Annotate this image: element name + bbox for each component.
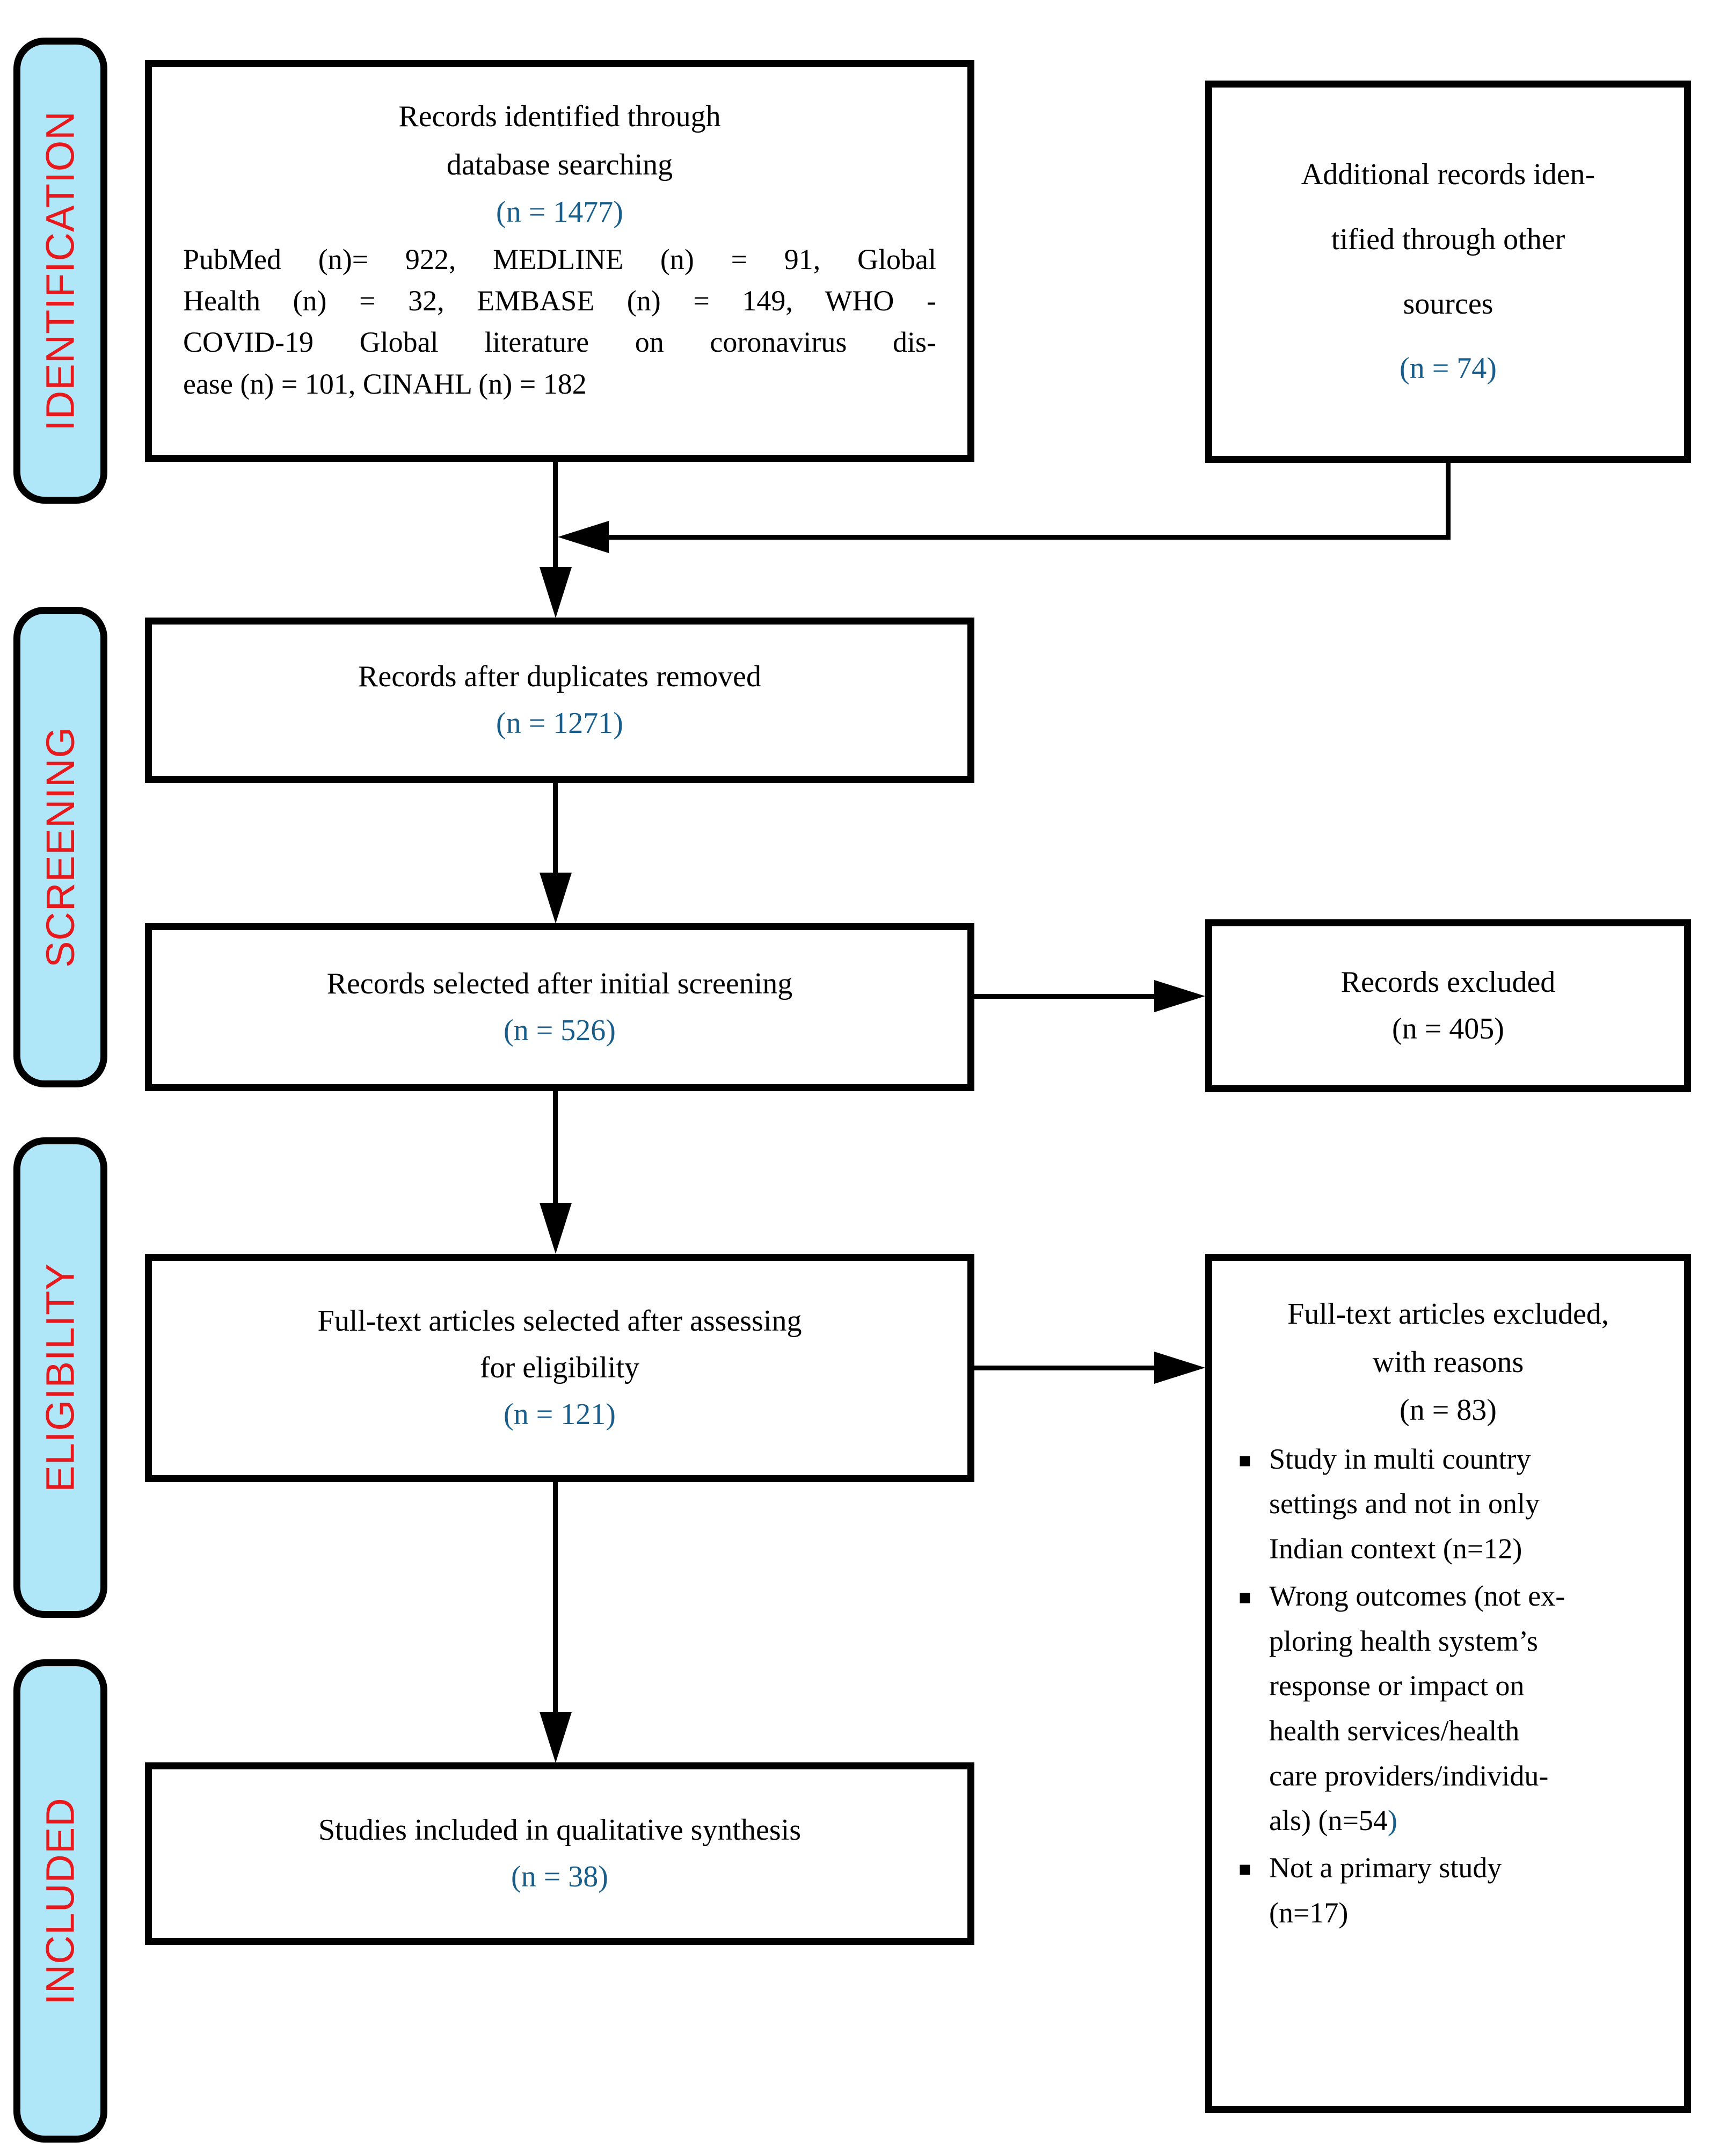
box-duplicates-removed-count: (n = 1271) [496, 707, 623, 740]
merge-arrowhead-left-icon [558, 521, 609, 553]
box-records-identified-sources: PubMed (n)= 922, MEDLINE (n) = 91, Globa… [183, 243, 936, 400]
stage-label-included: INCLUDED [38, 1797, 83, 2005]
exclusion-reason-multicountry: ▪ Study in multi country settings and no… [1238, 1437, 1658, 1572]
arrowhead-into-dedup-icon [540, 567, 572, 618]
stage-label-eligibility: ELIGIBILITY [38, 1263, 83, 1492]
box-fulltext-selected-title-line2: for eligibility [479, 1351, 640, 1385]
box-additional-records-title-line1: Additional records iden- [1301, 158, 1595, 192]
stage-tab-eligibility: ELIGIBILITY [13, 1137, 107, 1618]
arrowhead-into-screened-icon [540, 873, 572, 924]
stage-tab-identification: IDENTIFICATION [13, 38, 107, 504]
box-studies-included-count: (n = 38) [511, 1860, 608, 1893]
box-records-identified-title-line2: database searching [446, 148, 673, 182]
connector-additional-down [1446, 461, 1451, 540]
box-initial-screening-count: (n = 526) [504, 1013, 616, 1047]
stage-label-identification: IDENTIFICATION [38, 110, 83, 431]
connector-identified-down [553, 460, 558, 575]
box-studies-included-title: Studies included in qualitative synthesi… [318, 1813, 801, 1847]
box-records-excluded-title: Records excluded [1340, 966, 1556, 999]
box-records-excluded: Records excluded (n = 405) [1205, 919, 1691, 1092]
connector-fulltext-to-included [553, 1480, 558, 1714]
box-additional-records-title-line2: tified through other [1331, 222, 1565, 256]
box-studies-included: Studies included in qualitative synthesi… [145, 1762, 974, 1945]
box-fulltext-selected-title-line1: Full-text articles selected after assess… [317, 1304, 802, 1338]
bullet-square-icon: ▪ [1238, 1856, 1252, 1880]
box-fulltext-excluded-title-line2: with reasons [1372, 1345, 1524, 1379]
exclusion-reason-wrong-outcomes: ▪ Wrong outcomes (not ex- ploring health… [1238, 1574, 1658, 1843]
connector-dedup-to-screened [553, 781, 558, 875]
connector-merge-horizontal [604, 535, 1448, 540]
stage-tab-included: INCLUDED [13, 1659, 107, 2143]
box-fulltext-excluded-count: (n = 83) [1400, 1393, 1497, 1427]
bullet-square-icon: ▪ [1238, 1584, 1252, 1608]
box-duplicates-removed-title: Records after duplicates removed [358, 660, 762, 694]
bullet-square-icon: ▪ [1238, 1447, 1252, 1471]
arrowhead-into-fulltext-icon [540, 1203, 572, 1254]
connector-screened-to-fulltext [553, 1090, 558, 1205]
box-fulltext-selected-count: (n = 121) [504, 1397, 616, 1431]
box-fulltext-excluded-title-line1: Full-text articles excluded, [1287, 1297, 1609, 1331]
box-additional-records: Additional records iden- tified through … [1205, 81, 1691, 463]
exclusion-reason-not-primary: ▪ Not a primary study (n=17) [1238, 1846, 1658, 1935]
box-fulltext-selected: Full-text articles selected after assess… [145, 1254, 974, 1482]
connector-fulltext-to-ftexcluded [973, 1366, 1158, 1370]
arrowhead-into-included-icon [540, 1712, 572, 1763]
box-records-identified-count: (n = 1477) [496, 195, 623, 229]
box-records-identified-title-line1: Records identified through [398, 100, 721, 133]
box-additional-records-count: (n = 74) [1400, 352, 1497, 386]
connector-screened-to-excluded [973, 994, 1158, 999]
arrowhead-into-records-excluded-icon [1154, 980, 1205, 1012]
box-records-excluded-count: (n = 405) [1392, 1012, 1504, 1046]
box-initial-screening-title: Records selected after initial screening [326, 967, 793, 1000]
arrowhead-into-ftexcluded-icon [1154, 1352, 1205, 1384]
box-fulltext-excluded: Full-text articles excluded, with reason… [1205, 1254, 1691, 2113]
box-records-identified: Records identified through database sear… [145, 60, 974, 462]
box-duplicates-removed: Records after duplicates removed (n = 12… [145, 618, 974, 783]
stage-tab-screening: SCREENING [13, 607, 107, 1087]
box-additional-records-title-line3: sources [1403, 287, 1493, 321]
box-initial-screening: Records selected after initial screening… [145, 923, 974, 1091]
stage-label-screening: SCREENING [38, 727, 83, 968]
